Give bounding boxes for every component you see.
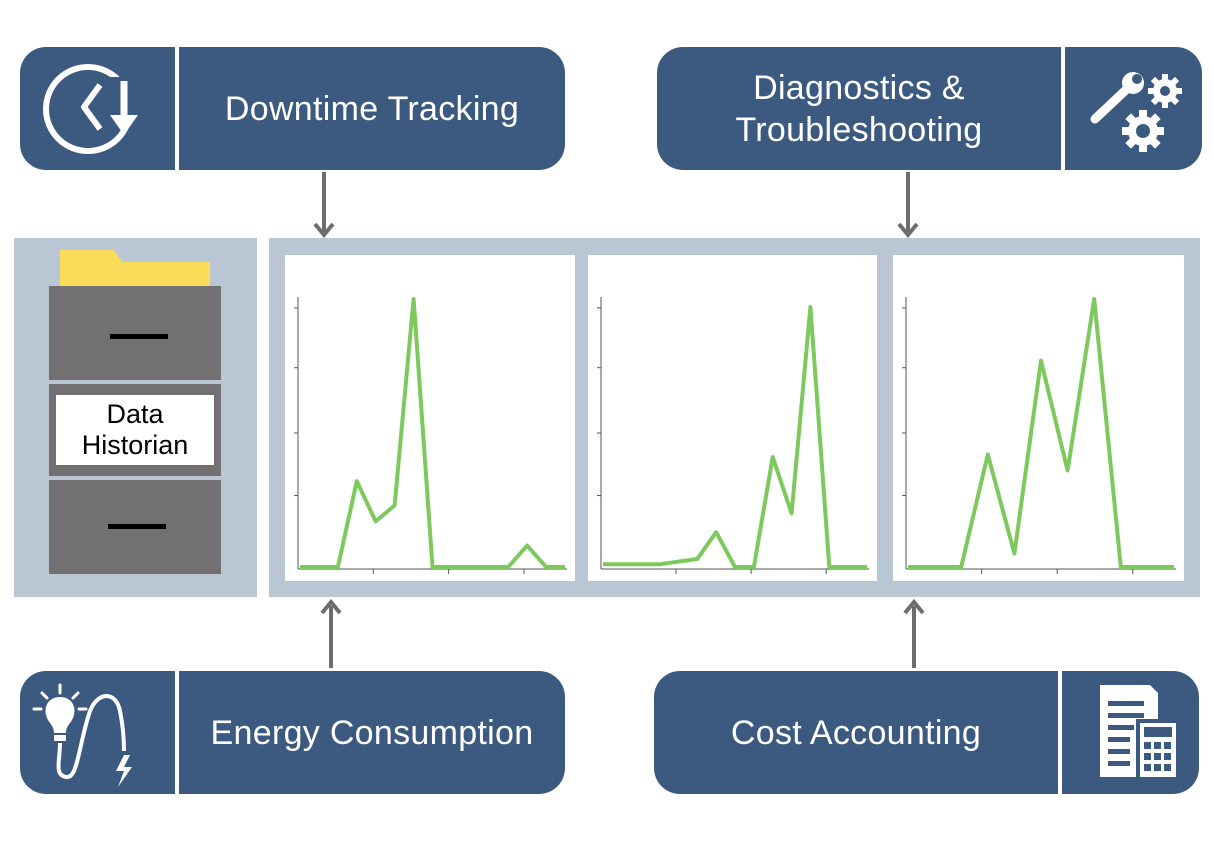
tile-divider <box>175 671 179 794</box>
downtime-tracking-tile: Downtime Tracking <box>20 47 565 170</box>
chart-panel-2 <box>588 255 877 581</box>
diagnostics-label: Diagnostics & Troubleshooting <box>735 68 983 149</box>
chart-panel-3 <box>893 255 1184 581</box>
arrow-up-cost <box>903 598 925 668</box>
tile-divider <box>1058 671 1062 794</box>
cost-accounting-tile: Cost Accounting <box>654 671 1199 794</box>
cost-accounting-label: Cost Accounting <box>730 713 982 752</box>
data-historian-label: Data Historian <box>56 395 214 465</box>
line-chart-2 <box>597 297 869 574</box>
energy-consumption-label: Energy Consumption <box>210 713 534 752</box>
chart-dashboard <box>269 238 1200 597</box>
line-chart-3 <box>902 297 1176 574</box>
line-chart-1 <box>294 297 567 574</box>
downtime-tracking-label: Downtime Tracking <box>224 89 520 128</box>
series-line <box>603 305 867 569</box>
tile-divider <box>1061 47 1065 170</box>
energy-consumption-tile: Energy Consumption <box>20 671 565 794</box>
clock-down-arrow-icon <box>20 47 155 170</box>
wrench-gears-icon <box>1067 47 1202 170</box>
series-line <box>908 297 1174 569</box>
chart-panel-1 <box>285 255 575 581</box>
arrow-up-energy <box>320 598 342 668</box>
diagnostics-tile: Diagnostics & Troubleshooting <box>657 47 1202 170</box>
arrow-down-downtime <box>313 172 335 239</box>
tile-divider <box>175 47 179 170</box>
series-line <box>300 297 565 569</box>
spreadsheet-calculator-icon <box>1064 671 1199 794</box>
lightbulb-lightning-icon <box>20 671 155 794</box>
arrow-down-diagnostics <box>897 172 919 239</box>
